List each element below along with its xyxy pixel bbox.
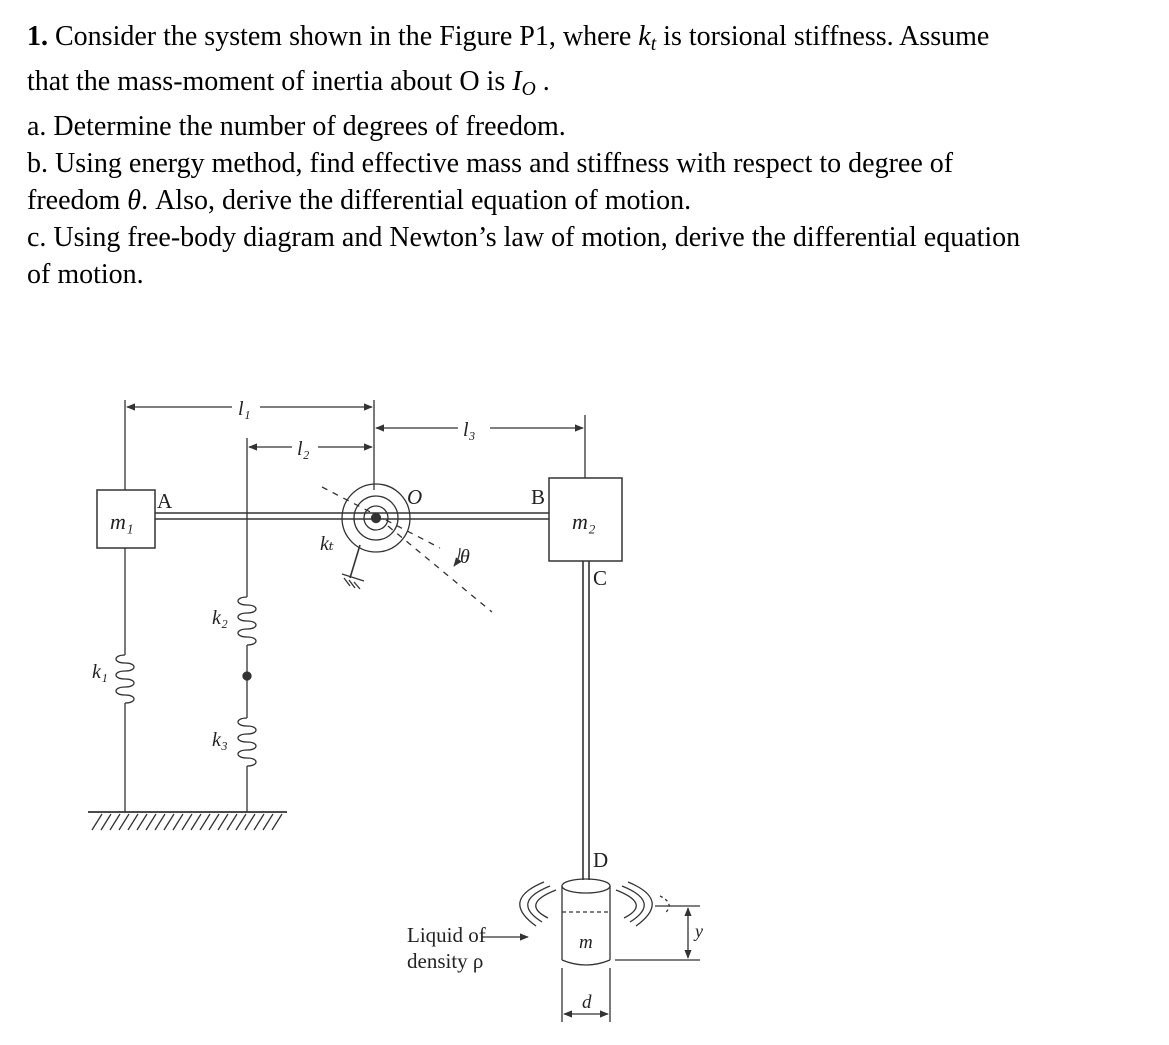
part-b-line-2: freedom θ. Also, derive the differential… — [27, 182, 1157, 219]
theta-symbol: θ — [127, 184, 142, 216]
dimension-l1 — [124, 400, 375, 490]
part-c-line-2: of motion. — [27, 258, 144, 290]
label-c: C — [593, 566, 607, 590]
line2-text: that the mass-moment of inertia about O … — [27, 65, 513, 97]
part-b-line-1: b. Using energy method, find effective m… — [27, 147, 954, 179]
line1-text-end: is torsional stiffness. Assume — [656, 21, 990, 52]
label-liquid-2: density ρ — [407, 949, 483, 973]
label-a: A — [157, 489, 173, 513]
io-symbol: IO — [512, 65, 536, 100]
reference-line-1 — [321, 486, 441, 549]
part-b-2-pre: freedom — [27, 184, 128, 216]
part-c-line-1: c. Using free-body diagram and Newton’s … — [27, 221, 1021, 253]
part-b-2-post: . Also, derive the differential equation… — [141, 184, 692, 216]
reference-line-2 — [387, 525, 493, 613]
dimension-l2 — [246, 438, 373, 560]
liquid-ripples — [519, 881, 670, 927]
label-m2: m₂ — [572, 509, 596, 534]
label-l2: l₂ — [297, 438, 310, 460]
label-m: m — [579, 932, 593, 953]
mass-m2-block — [548, 477, 623, 562]
spring-k2 — [237, 560, 257, 676]
label-k2: k₂ — [212, 607, 228, 629]
label-kt: kₜ — [320, 533, 334, 555]
spring-k3 — [237, 676, 257, 812]
io-sub: O — [521, 78, 536, 100]
spring-k1 — [115, 548, 135, 812]
ground — [88, 811, 287, 831]
label-o: O — [407, 485, 422, 509]
dimension-y — [615, 905, 700, 961]
kt-symbol: kt — [638, 21, 657, 55]
label-k3: k₃ — [212, 729, 228, 751]
kt-base: k — [638, 21, 651, 52]
label-m1: m₁ — [110, 509, 134, 534]
label-theta: θ — [460, 546, 470, 568]
lever-bar — [155, 512, 549, 520]
cylinder-m — [561, 878, 611, 966]
rod-cd — [582, 561, 590, 880]
label-b: B — [531, 485, 545, 509]
label-k1: k₁ — [92, 661, 108, 683]
line1-text: Consider the system shown in the Figure … — [48, 21, 639, 52]
pivot-o-torsional-spring — [341, 483, 411, 590]
theta-arc — [453, 547, 462, 567]
problem-number: 1. — [27, 21, 48, 52]
line2-text-end: . — [535, 65, 550, 97]
label-y: y — [693, 921, 703, 941]
label-l1: l₁ — [238, 398, 251, 420]
problem-statement: 1. Consider the system shown in the Figu… — [27, 18, 1157, 293]
label-liquid-1: Liquid of — [407, 923, 486, 947]
io-base: I — [512, 65, 522, 97]
problem-line-2: that the mass-moment of inertia about O … — [27, 63, 1157, 108]
label-l3: l₃ — [463, 419, 476, 441]
problem-line-1: 1. Consider the system shown in the Figu… — [27, 18, 1157, 63]
part-a: a. Determine the number of degrees of fr… — [27, 110, 566, 142]
dimension-l3 — [375, 415, 586, 478]
kt-sub: t — [650, 33, 657, 55]
label-d-dim: d — [582, 992, 592, 1013]
label-d-upper: D — [593, 848, 608, 872]
dimension-d — [561, 968, 611, 1022]
